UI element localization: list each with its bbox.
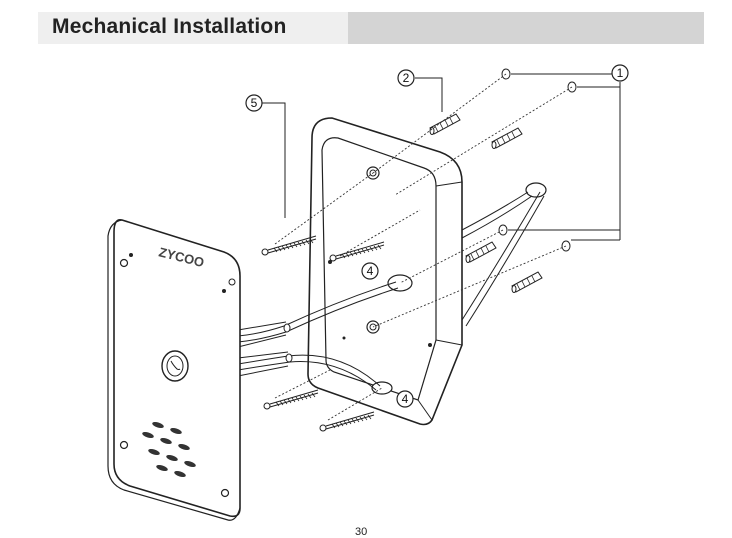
callout-5: 5	[245, 94, 263, 112]
svg-text:4: 4	[367, 264, 374, 278]
callout-4-bottom: 4	[396, 390, 414, 408]
svg-text:5: 5	[251, 96, 258, 110]
callout-1: 1	[611, 64, 629, 82]
svg-text:4: 4	[402, 392, 409, 406]
wall-hole-markers	[498, 68, 577, 252]
section-title: Mechanical Installation	[52, 15, 287, 38]
svg-text:2: 2	[403, 71, 410, 85]
page-number: 30	[355, 526, 368, 538]
callout-4-top: 4	[361, 262, 379, 280]
cable-exit	[461, 182, 547, 327]
intercom-device: ZYCOO	[107, 218, 241, 521]
device-cables	[237, 281, 399, 391]
back-box	[307, 117, 463, 426]
alignment-lines	[274, 73, 573, 421]
svg-text:1: 1	[617, 66, 624, 80]
section-title-box	[38, 12, 348, 44]
call-button-icon	[161, 350, 189, 382]
callout-2: 2	[397, 69, 415, 87]
speaker-grille	[142, 421, 196, 478]
